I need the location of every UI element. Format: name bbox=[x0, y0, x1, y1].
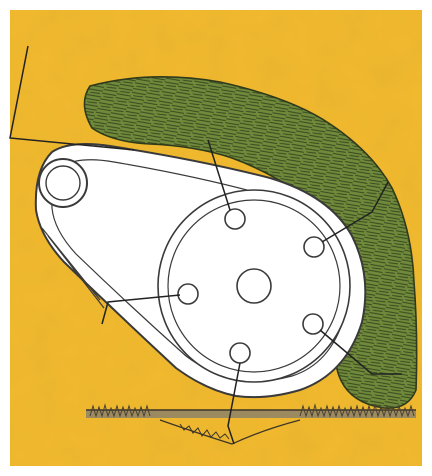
tine-top bbox=[225, 209, 245, 229]
tine-left bbox=[178, 284, 198, 304]
tine-right-lower bbox=[303, 314, 323, 334]
tine-bottom bbox=[230, 343, 250, 363]
front-roller bbox=[39, 159, 87, 207]
tine-right-upper bbox=[304, 237, 324, 257]
rotor-drum bbox=[158, 190, 350, 382]
drum-hub bbox=[237, 269, 271, 303]
